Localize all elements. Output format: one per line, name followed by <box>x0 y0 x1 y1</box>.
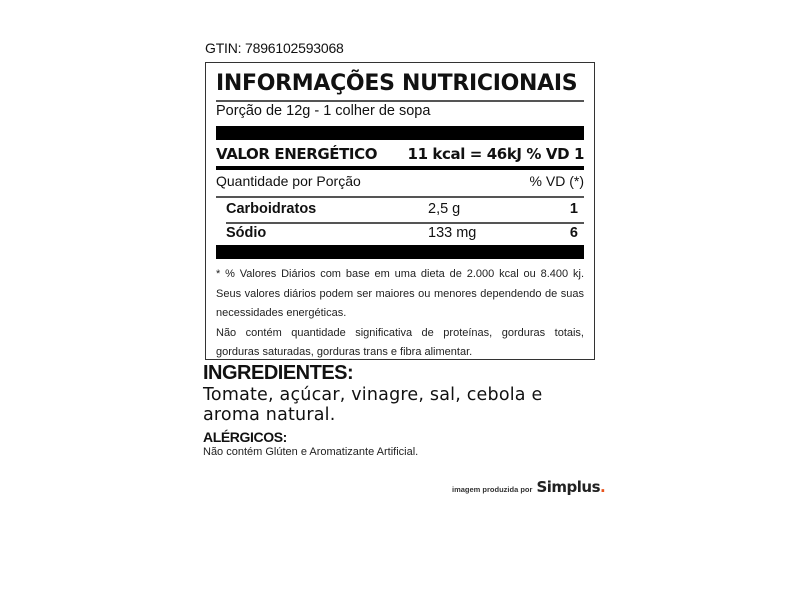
black-bar <box>216 245 584 259</box>
image-credit: imagem produzida por Simplus. <box>452 477 606 496</box>
table-row: Carboidratos 2,5 g 1 <box>216 201 584 221</box>
nutrient-name: Carboidratos <box>226 201 317 217</box>
nutrition-title: INFORMAÇÕES NUTRICIONAIS <box>216 71 578 96</box>
allergens-title: ALÉRGICOS: <box>203 429 287 445</box>
footnote-daily-values: * % Valores Diários com base em uma diet… <box>216 268 584 319</box>
nutrient-name: Sódio <box>226 225 267 241</box>
black-bar <box>216 126 584 140</box>
portion-size: Porção de 12g - 1 colher de sopa <box>216 103 431 119</box>
allergens-text: Não contém Glúten e Aromatizante Artific… <box>203 446 419 458</box>
ingredients-title: INGREDIENTES: <box>203 362 354 384</box>
ingredients-text: Tomate, açúcar, vinagre, sal, cebola e a… <box>203 385 543 425</box>
divider <box>216 196 584 198</box>
footnote-not-significant: Não contém quantidade significativa de p… <box>216 326 584 359</box>
simplus-logo: Simplus. <box>536 477 605 496</box>
brand-dot: . <box>600 478 606 496</box>
divider <box>226 222 584 224</box>
brand-name: Simplus <box>536 478 600 496</box>
energy-value: 11 kcal = 46kJ % VD 1 <box>407 145 585 163</box>
nutrient-amount: 133 mg <box>428 225 477 241</box>
nutrient-vd: 1 <box>569 201 578 217</box>
vd-header: % VD (*) <box>529 173 584 189</box>
column-header-row: Quantidade por Porção % VD (*) <box>216 173 584 189</box>
footnotes: * % Valores Diários com base em uma diet… <box>216 265 584 363</box>
nutrition-facts-table: INFORMAÇÕES NUTRICIONAIS Porção de 12g -… <box>205 62 595 360</box>
quantity-header: Quantidade por Porção <box>216 173 361 189</box>
energy-row: VALOR ENERGÉTICO 11 kcal = 46kJ % VD 1 <box>216 145 584 163</box>
nutrient-amount: 2,5 g <box>428 201 461 217</box>
energy-label: VALOR ENERGÉTICO <box>216 145 378 163</box>
thick-divider <box>216 166 584 170</box>
credit-prefix: imagem produzida por <box>452 485 533 494</box>
nutrient-vd: 6 <box>569 225 578 241</box>
divider <box>216 100 584 102</box>
table-row: Sódio 133 mg 6 <box>216 225 584 245</box>
gtin-code: GTIN: 7896102593068 <box>205 40 344 56</box>
